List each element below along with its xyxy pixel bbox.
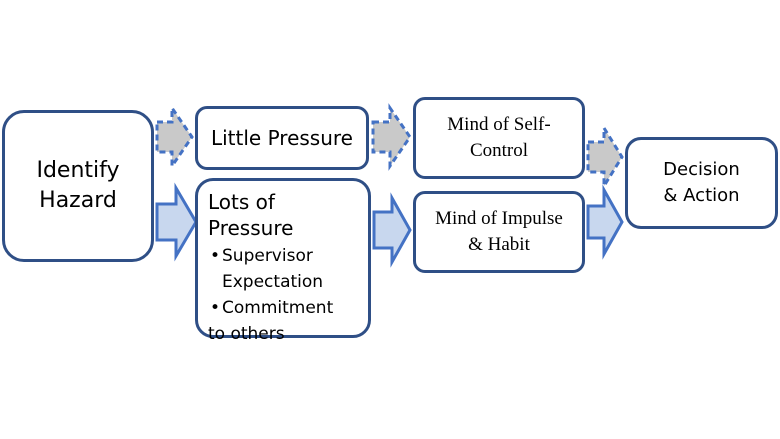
bullet-supervisor-expectation: Supervisor Expectation — [208, 243, 362, 295]
decision-line-2: & Action — [663, 185, 740, 206]
decision-line-1: Decision — [663, 159, 740, 180]
impulse-habit-line-1: Mind of Impulse — [435, 208, 563, 229]
mind-impulse-habit-box: Mind of Impulse & Habit — [413, 191, 585, 273]
arrow-lots-of-pressure-to-impulse — [372, 192, 412, 268]
identify-hazard-box: Identify Hazard — [2, 110, 154, 262]
identify-hazard-line-2: Hazard — [39, 188, 117, 213]
pressure-bullet-list: Supervisor Expectation Commitment to oth… — [208, 243, 362, 347]
bullet-commitment-to-others: Commitment to others — [208, 295, 362, 347]
mind-self-control-box: Mind of Self- Control — [413, 97, 585, 179]
bullet-2-line-1: Commitment — [222, 298, 334, 318]
bullet-1-line-2: Expectation — [222, 272, 324, 292]
little-pressure-label: Little Pressure — [210, 126, 353, 150]
arrow-impulse-to-decision — [586, 184, 624, 260]
self-control-line-1: Mind of Self- — [447, 114, 551, 135]
arrow-identify-to-little-pressure — [155, 103, 194, 171]
decision-action-box: Decision & Action — [625, 137, 778, 229]
arrow-self-control-to-decision — [586, 122, 624, 192]
lots-of-pressure-box: Lots of Pressure Supervisor Expectation … — [195, 178, 371, 344]
bullet-2-line-2: to others — [208, 324, 285, 344]
bullet-1-line-1: Supervisor — [222, 246, 313, 266]
arrow-identify-to-lots-of-pressure — [155, 182, 198, 262]
lots-of-pressure-title: Lots of Pressure — [208, 190, 294, 240]
self-control-line-2: Control — [469, 140, 529, 161]
arrow-little-pressure-to-self-control — [371, 103, 412, 171]
identify-hazard-line-1: Identify — [36, 158, 120, 183]
impulse-habit-line-2: & Habit — [468, 234, 530, 255]
little-pressure-box: Little Pressure — [195, 106, 369, 170]
